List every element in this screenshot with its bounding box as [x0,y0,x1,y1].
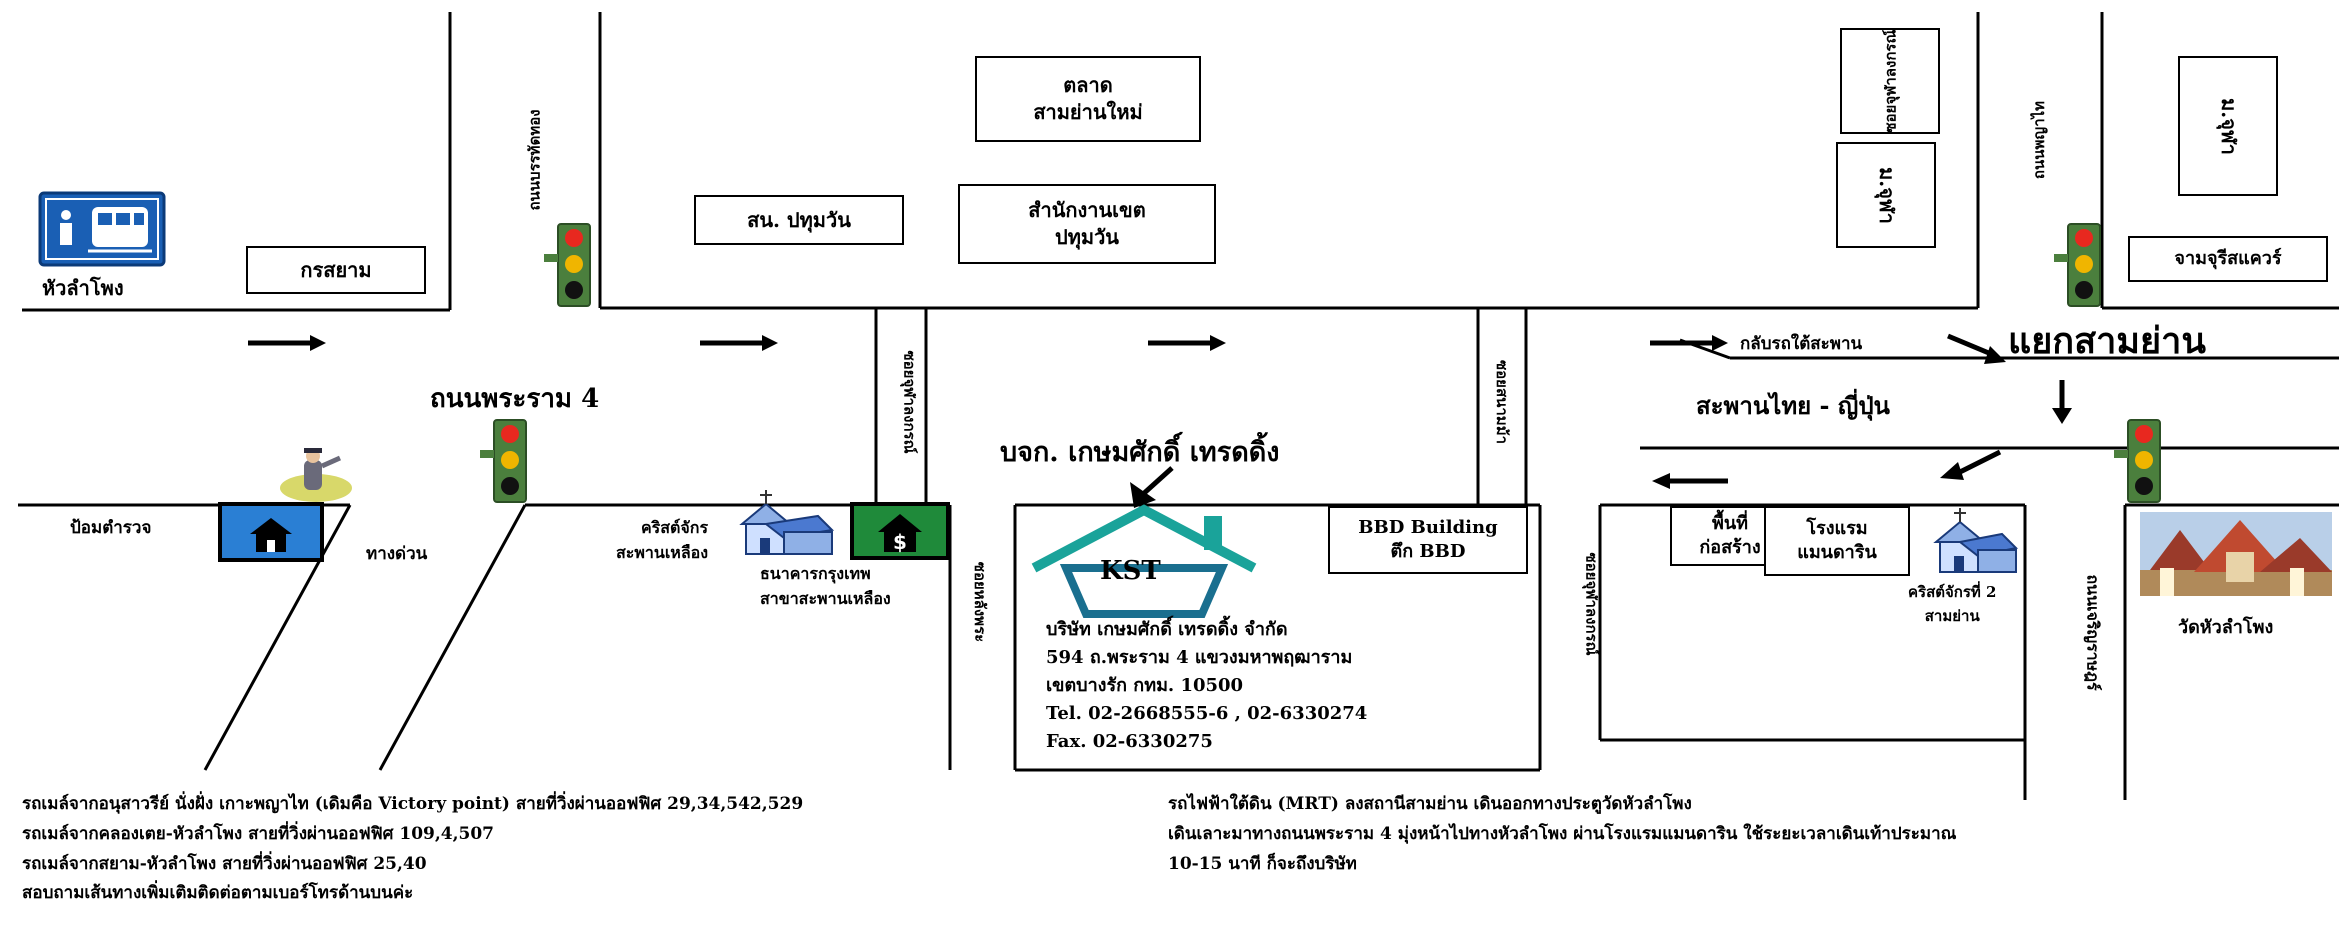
bank-label-1: ธนาคารกรุงเทพ [760,564,871,583]
church-label-1: คริสต์จักร [640,518,709,537]
church-label: คริสต์จักร สะพานเหลือง [616,516,708,566]
bbd-box: BBD Building ตึก BBD [1328,506,1528,574]
company-address-1: 594 ถ.พระราม 4 แขวงมหาพฤฒาราม [1046,646,1353,668]
mandarin-label-1: โรงแรม [1806,517,1868,539]
arrow-right-4 [1650,335,1728,351]
traffic-light-icon [480,419,527,503]
church-label-2: สะพานเหลือง [616,543,709,562]
mandarin-hotel-box: โรงแรม แมนดาริน [1764,506,1910,576]
company-title: บจก. เกษมศักดิ์ เทรดดิ้ง [1000,437,1280,468]
patumwan-police-label: สน. ปทุมวัน [747,207,851,232]
direction-line: รถไฟฟ้าใต้ดิน (MRT) ลงสถานีสามย่าน เดินอ… [1168,794,1692,814]
direction-arrows [248,333,2072,508]
bbd-label-2: ตึก BBD [1390,541,1466,562]
hualamphong-label: หัวลำโพง [42,276,124,300]
thai-japan-bridge-label: สะพานไทย - ญี่ปุ่น [1696,391,1890,420]
sam-yan-junction-label: แยกสามย่าน [2008,320,2206,362]
company-address-2: เขตบางรัก กทม. 10500 [1046,674,1244,696]
company-name: บริษัท เกษมศักดิ์ เทรดดิ้ง จำกัด [1046,619,1288,640]
church2-label: คริสต์จักรที่ 2 สามย่าน [1908,580,1996,628]
church-icon [1933,508,2019,573]
wat-hualamphong-label: วัดหัวลำโพง [2178,617,2274,638]
church2-label-1: คริสต์จักรที่ 2 [1908,583,1997,601]
arrow-to-company [1130,466,1174,508]
directions-right: รถไฟฟ้าใต้ดิน (MRT) ลงสถานีสามย่าน เดินอ… [1168,790,1956,879]
rama4-label: ถนนพระราม 4 [430,384,600,414]
bank-icon: $ [850,502,950,560]
construction-label-2: ก่อสร้าง [1699,537,1761,558]
street-banthat-thong: ถนนบรรทัดทอง [525,109,544,211]
direction-line: รถเมล์จากสยาม-หัวลำโพง สายที่วิ่งผ่านออฟ… [22,853,427,874]
jamjuree-label: จามจุรีสแควร์ [2174,247,2282,269]
arrow-right-2 [700,335,778,351]
direction-line: สอบถามเส้นทางเพิ่มเติมติดต่อตามเบอร์โทรด… [22,883,414,904]
construction-label-1: พื้นที่ [1711,512,1749,534]
district-office-box: สำนักงานเขต ปทุมวัน [958,184,1216,264]
svg-text:$: $ [893,530,907,554]
kst-logo [1031,504,1257,618]
market-label-1: ตลาด [1063,73,1113,97]
direction-line: 10-15 นาที ก็จะถึงบริษัท [1168,853,1357,874]
traffic-light-icon [544,223,591,307]
patumwan-police-box: สน. ปทุมวัน [694,195,904,245]
chula-box-2: ม.จุฬา [1836,142,1936,248]
traffic-light-icon [2054,223,2101,307]
mandarin-label-2: แมนดาริน [1797,542,1877,563]
train-station-icon [38,191,166,267]
company-info: บริษัท เกษมศักดิ์ เทรดดิ้ง จำกัด 594 ถ.พ… [1046,616,1367,755]
kor-siam-label: กรสยาม [300,257,372,282]
directions-left: รถเมล์จากอนุสาวรีย์ นั่งฝั่ง เกาะพญาไท (… [22,790,803,909]
arrow-down-sam-yan [2052,380,2072,424]
street-soi-chula: ซอยจุฬาลงกรณ์ [900,350,919,454]
street-soi-phrom: ซอยหลังพระ [971,561,990,643]
market-label-2: สามย่านใหม่ [1033,100,1143,124]
chula-label-c: ม.จุฬา [2216,97,2241,155]
police-box-label: ป้อมตำรวจ [70,518,152,538]
arrow-diag-1 [1947,333,2006,364]
bank-label-2: สาขาสะพานเหลือง [760,589,891,608]
bank-label: ธนาคารกรุงเทพ สาขาสะพานเหลือง [760,562,891,612]
chula-label-b: ม.จุฬา [1874,166,1899,224]
market-box: ตลาด สามย่านใหม่ [975,56,1201,142]
company-logo-text: KST [1100,556,1161,586]
bbd-label-1: BBD Building [1358,516,1498,538]
chula-box-3: ม.จุฬา [2178,56,2278,196]
street-soi-chula-b: ซอยจุฬาลงกรณ์ [1582,552,1601,656]
jamjuree-box: จามจุรีสแควร์ [2128,236,2328,282]
chula-box-1: ซอยจุฬาลงกรณ์ [1840,28,1940,134]
temple-photo [2140,512,2332,596]
traffic-light-icon [2114,419,2161,503]
house-icon [218,502,324,562]
expressway-label: ทางด่วน [366,544,428,564]
direction-line: รถเมล์จากอนุสาวรีย์ นั่งฝั่ง เกาะพญาไท (… [22,794,804,814]
arrow-right-1 [248,335,326,351]
company-tel: Tel. 02-2668555-6 , 02-6330274 [1046,702,1368,724]
arrow-left [1652,473,1728,489]
return-bridge-label: กลับรถใต้สะพาน [1740,334,1863,354]
church-icon [739,490,835,555]
district-label-1: สำนักงานเขต [1028,198,1146,222]
police-officer-icon [280,448,352,502]
street-chaloem: ถนนเจริญราษฎร์ [2083,574,2103,691]
kor-siam-box: กรสยาม [246,246,426,294]
chula-label-a: ซอยจุฬาลงกรณ์ [1880,29,1899,133]
direction-line: รถเมล์จากคลองเตย-หัวลำโพง สายที่วิ่งผ่าน… [22,823,494,844]
arrow-diag-2 [1940,449,2002,480]
arrow-right-3 [1148,335,1226,351]
street-soi-sanam: ซอยสนามม้า [1493,359,1512,445]
church2-label-2: สามย่าน [1924,607,1980,625]
company-fax: Fax. 02-6330275 [1046,730,1213,752]
street-phayathai: ถนนพญาไท [2030,100,2049,180]
direction-line: เดินเลาะมาทางถนนพระราม 4 มุ่งหน้าไปทางหั… [1168,823,1957,844]
district-label-2: ปทุมวัน [1055,225,1119,249]
